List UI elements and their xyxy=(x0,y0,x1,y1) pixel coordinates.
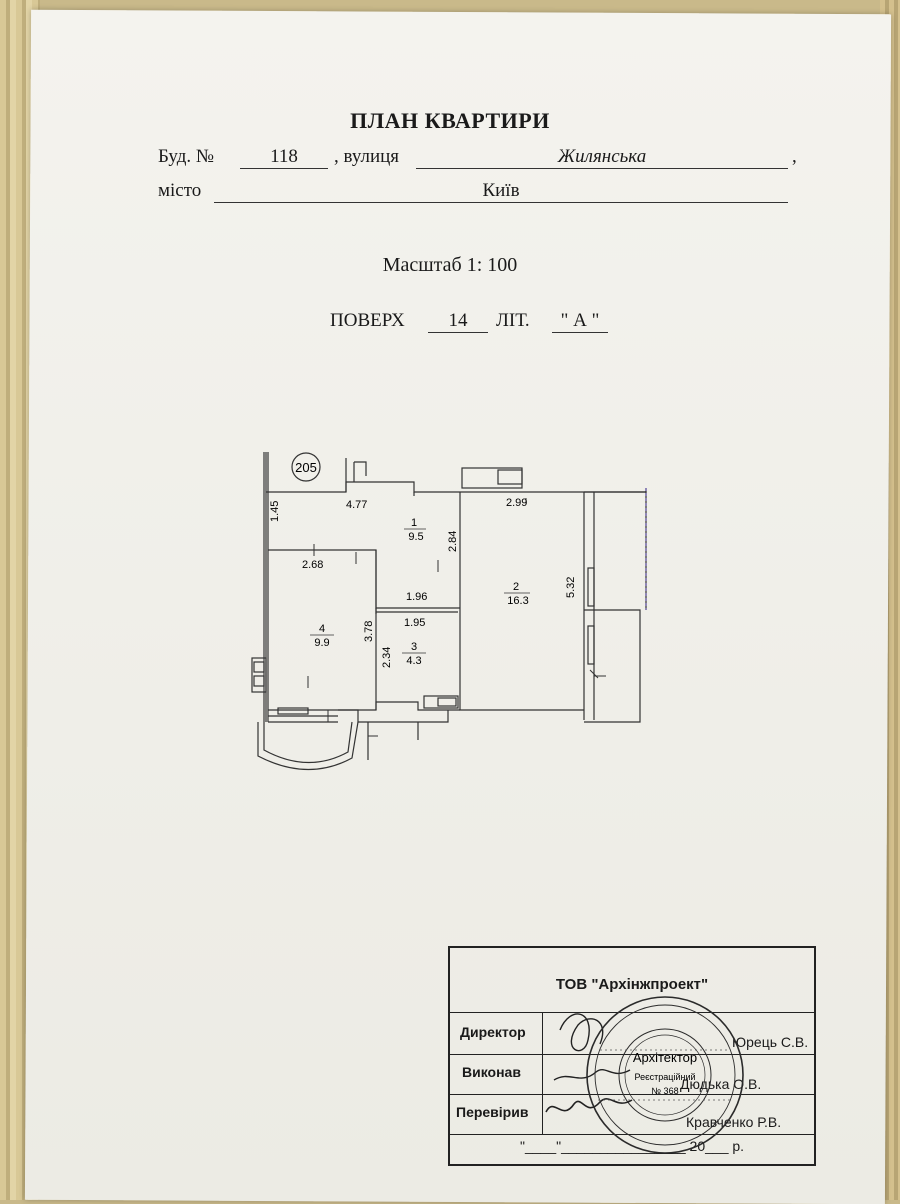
city-label: місто xyxy=(158,180,202,201)
room-4-area: 9.9 xyxy=(314,637,329,649)
scale-label: Масштаб 1: 100 xyxy=(382,254,518,276)
signatures xyxy=(545,1013,633,1113)
floor-value: 14 xyxy=(428,310,488,333)
city-value: Київ xyxy=(214,180,788,203)
name-executor: Дюдька О.В. xyxy=(680,1076,762,1092)
role-checker: Перевірив xyxy=(456,1104,529,1120)
dim-room3-top: 1.95 xyxy=(404,617,425,629)
wall-top-left xyxy=(266,481,460,493)
street-label: , вулиця xyxy=(334,146,400,167)
company-seal: Архітектор Реєстраційний № 368 xyxy=(586,996,744,1154)
room-2-area: 16.3 xyxy=(507,595,528,607)
name-checker: Кравченко Р.В. xyxy=(686,1114,782,1130)
dim-room4-right: 3.78 xyxy=(363,621,375,642)
room-2-number: 2 xyxy=(513,581,519,593)
building-label: Буд. № xyxy=(158,146,215,167)
document-title: ПЛАН КВАРТИРИ xyxy=(350,108,550,133)
name-director: Юрець С.В. xyxy=(732,1034,809,1050)
role-director: Директор xyxy=(460,1024,526,1040)
dim-room2-height: 5.32 xyxy=(565,577,577,598)
title-block: ТОВ "Архінжпроект" Директор Юрець С.В. В… xyxy=(448,946,816,1166)
room-1-area: 9.5 xyxy=(408,531,423,543)
letter-label: ЛІТ. xyxy=(496,310,530,331)
letter-value: " А " xyxy=(552,310,608,333)
street-comma: , xyxy=(792,146,797,167)
apartment-number: 205 xyxy=(295,460,317,475)
dim-room1-right: 2.84 xyxy=(447,531,459,552)
room-4-number: 4 xyxy=(319,623,325,635)
street-value: Жилянська xyxy=(416,146,788,169)
wall-top-right xyxy=(460,488,647,493)
role-executor: Виконав xyxy=(462,1064,521,1080)
room-3-area: 4.3 xyxy=(406,655,421,667)
seal-registration-label: Реєстраційний xyxy=(634,1072,695,1082)
seal-title: Архітектор xyxy=(633,1050,697,1065)
room-3-number: 3 xyxy=(411,641,417,653)
dim-room4-top: 2.68 xyxy=(302,559,323,571)
building-number: 118 xyxy=(240,146,328,169)
dim-top-right: 2.99 xyxy=(506,497,527,509)
dim-room1-left: 1.45 xyxy=(269,501,281,522)
floor-plan: 205 4.77 2.99 1.45 2.84 2.68 3.78 1.96 1… xyxy=(251,452,647,771)
room-1-number: 1 xyxy=(411,517,417,529)
dim-room3-left: 2.34 xyxy=(381,647,393,668)
floor-label: ПОВЕРХ xyxy=(330,310,405,331)
seal-registration-number: № 368 xyxy=(651,1086,678,1096)
dim-top-left: 4.77 xyxy=(346,499,367,511)
dim-corridor: 1.96 xyxy=(406,591,427,603)
organization-name: ТОВ "Архінжпроект" xyxy=(555,976,709,993)
